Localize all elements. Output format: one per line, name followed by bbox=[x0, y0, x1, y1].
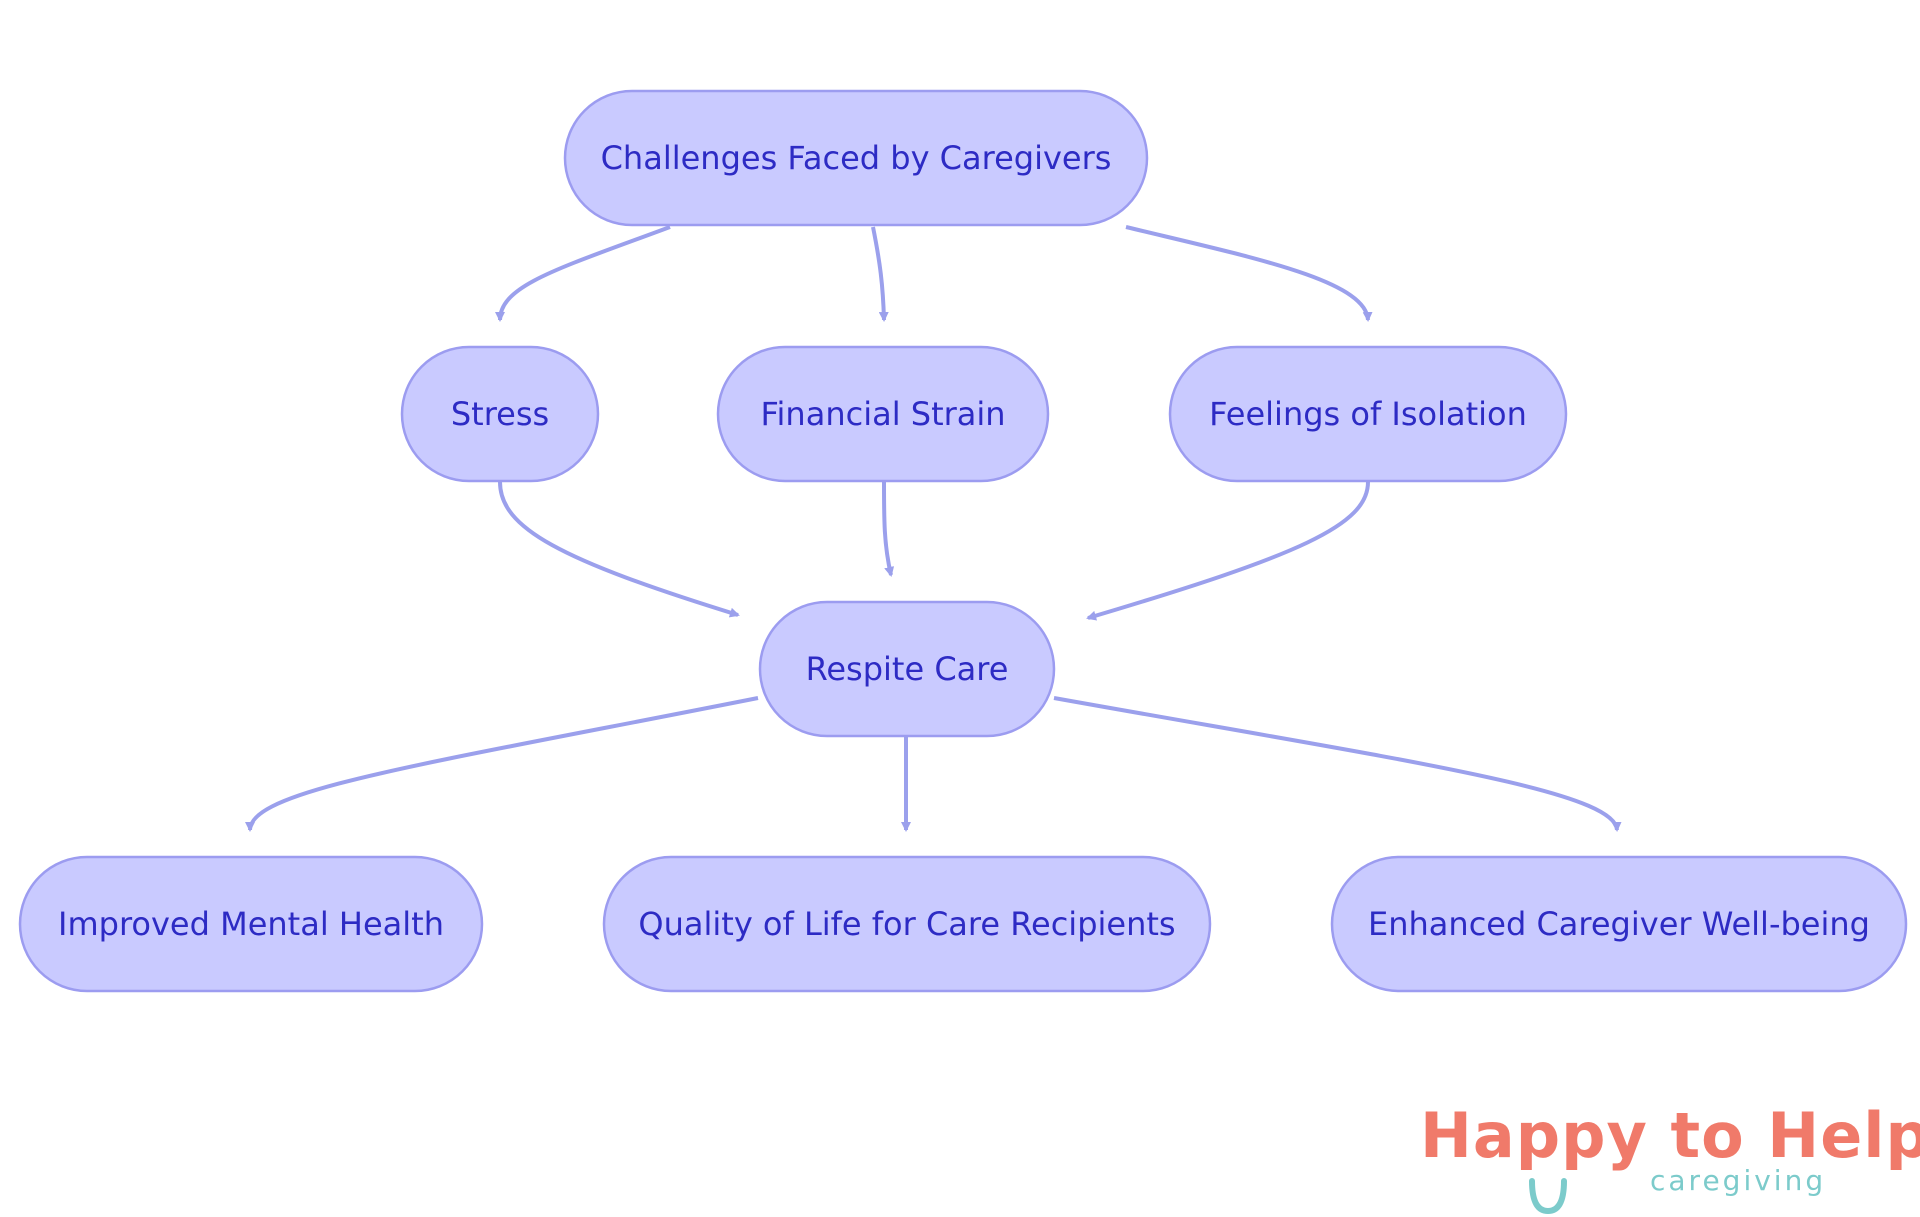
edge-challenges-to-financial bbox=[871, 226, 889, 322]
node-financial-shape bbox=[716, 345, 1050, 483]
node-isolation: Feelings of Isolation bbox=[1168, 345, 1568, 483]
node-respite-label: Respite Care bbox=[806, 650, 1009, 688]
smile-icon bbox=[1529, 1178, 1567, 1215]
edge-isolation-to-respite bbox=[1086, 481, 1370, 621]
edge-stress-to-respite bbox=[498, 481, 740, 618]
node-stress-label: Stress bbox=[451, 395, 549, 433]
node-challenges-label: Challenges Faced by Caregivers bbox=[601, 139, 1112, 177]
edge-respite-to-wellbeing bbox=[1053, 696, 1622, 832]
node-isolation-shape bbox=[1168, 345, 1568, 483]
edge-challenges-to-stress bbox=[495, 225, 671, 322]
node-mental-shape bbox=[18, 855, 484, 993]
node-financial: Financial Strain bbox=[716, 345, 1050, 483]
smile-curve bbox=[1529, 1178, 1567, 1215]
node-quality: Quality of Life for Care Recipients bbox=[602, 855, 1212, 993]
happy-to-help-logo: Happy to Help caregiving bbox=[1420, 1105, 1920, 1215]
node-respite-shape bbox=[758, 600, 1056, 738]
node-respite: Respite Care bbox=[758, 600, 1056, 738]
node-mental-label: Improved Mental Health bbox=[58, 905, 444, 943]
node-wellbeing: Enhanced Caregiver Well-being bbox=[1330, 855, 1908, 993]
logo-subtitle: caregiving bbox=[1650, 1164, 1827, 1197]
edge-challenges-to-isolation bbox=[1125, 225, 1373, 322]
edges-group bbox=[245, 225, 1622, 832]
node-challenges: Challenges Faced by Caregivers bbox=[563, 89, 1149, 227]
node-stress-shape bbox=[400, 345, 600, 483]
node-mental: Improved Mental Health bbox=[18, 855, 484, 993]
node-stress: Stress bbox=[400, 345, 600, 483]
node-quality-label: Quality of Life for Care Recipients bbox=[638, 905, 1175, 943]
logo-title: Happy to Help bbox=[1420, 1099, 1920, 1172]
node-challenges-shape bbox=[563, 89, 1149, 227]
node-financial-label: Financial Strain bbox=[760, 395, 1005, 433]
node-isolation-label: Feelings of Isolation bbox=[1209, 395, 1527, 433]
edge-respite-to-mental bbox=[245, 696, 759, 832]
node-wellbeing-shape bbox=[1330, 855, 1908, 993]
edge-financial-to-respite bbox=[882, 481, 895, 577]
node-quality-shape bbox=[602, 855, 1212, 993]
node-wellbeing-label: Enhanced Caregiver Well-being bbox=[1368, 905, 1870, 943]
